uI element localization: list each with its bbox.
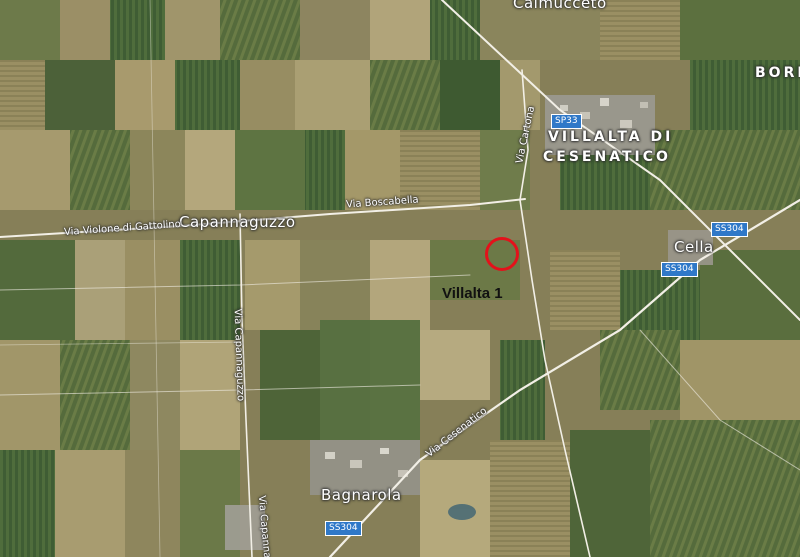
place-label-bore: BORE <box>755 65 800 81</box>
place-label-cesenatico: CESENATICO <box>543 149 671 165</box>
place-label-bagnarola: Bagnarola <box>321 486 402 504</box>
site-label: Villalta 1 <box>442 285 503 302</box>
place-label-capannaguzzo: Capannaguzzo <box>179 213 296 231</box>
place-label-villalta-di: VILLALTA DI <box>548 129 674 145</box>
place-label-cella: Cella <box>674 238 714 256</box>
settlements <box>225 95 713 550</box>
road-shield-sp33: SP33 <box>551 114 582 129</box>
road-shield-ss304: SS304 <box>711 222 748 237</box>
place-label-calmucceto: Calmucceto <box>513 0 607 12</box>
road-shield-ss304: SS304 <box>325 521 362 536</box>
road-label-capannaguzzo: Via Capannaguzzo <box>231 308 246 402</box>
site-marker-circle[interactable] <box>485 237 519 271</box>
road-shield-ss304: SS304 <box>661 262 698 277</box>
